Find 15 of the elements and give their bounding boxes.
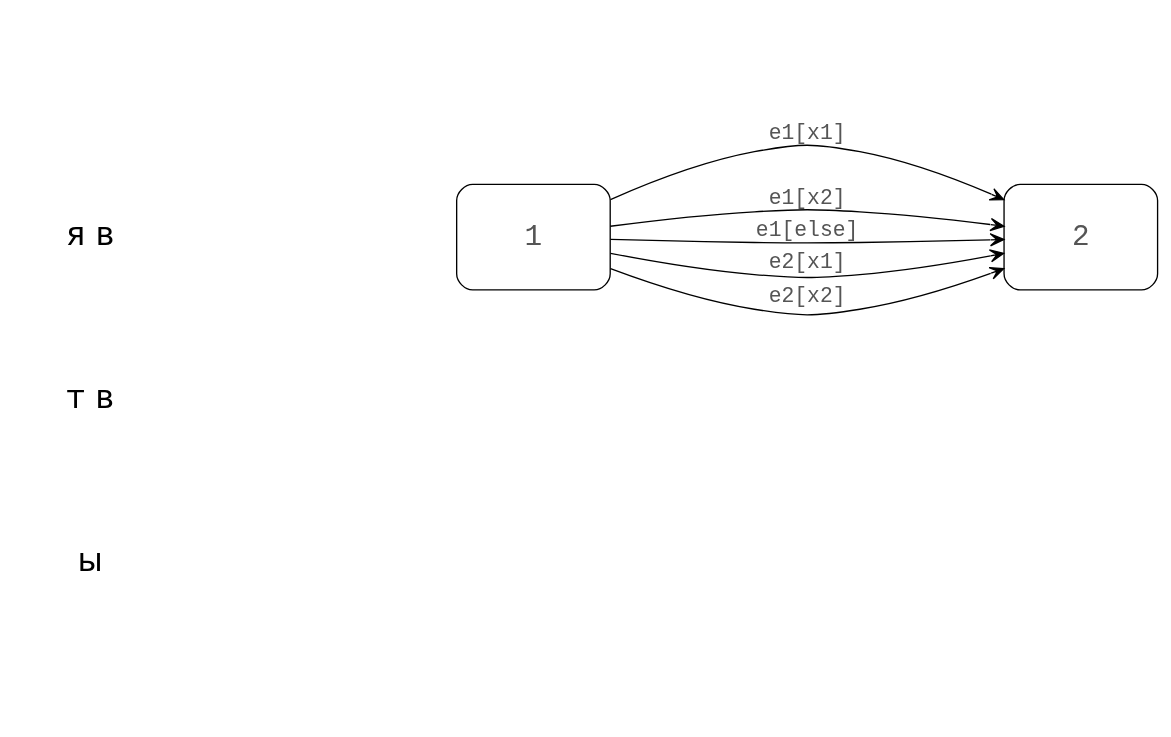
label: я в [66,214,115,253]
label: т в [66,377,115,416]
arrow [609,208,1005,231]
edge-label: e2[x2] [768,283,846,308]
node-box: 1 [456,183,611,291]
edge-label: e1[else] [755,217,859,242]
edge-label: e1[x1] [768,120,846,145]
node-box: 2 [1003,183,1159,291]
arrow [609,266,1005,315]
arrow [609,232,1005,246]
label: ы [77,540,103,579]
edge-label: e1[x2] [768,185,846,210]
arrow [609,144,1005,200]
edge-label: e2[x1] [768,249,846,274]
arrow [609,248,1005,278]
